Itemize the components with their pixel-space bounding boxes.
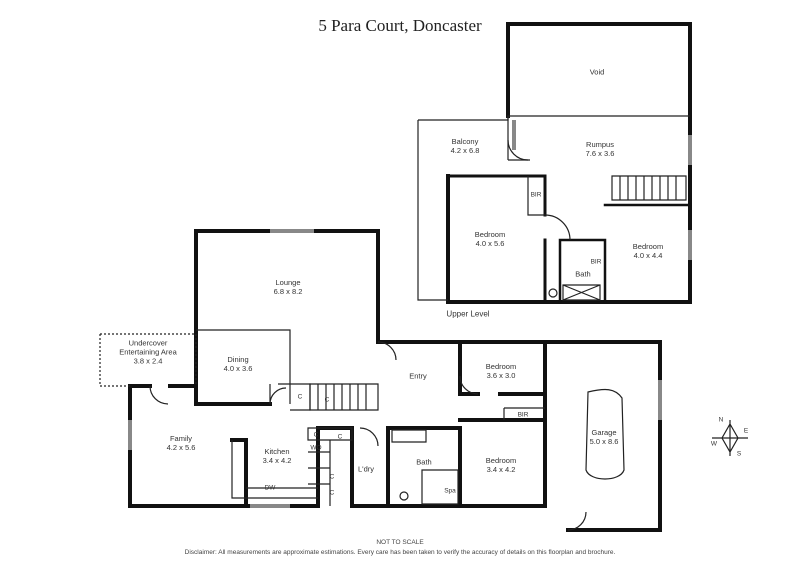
bath-fixtures: [391, 429, 459, 505]
undercover-outline: [99, 333, 197, 387]
compass-north: N: [718, 416, 724, 424]
rumpus-divider: [507, 116, 530, 161]
dw-label: DW: [264, 484, 276, 492]
upper-stair: [611, 175, 687, 201]
cupboard-label: C: [329, 489, 335, 497]
upper-bir-a-label: BIR: [530, 191, 542, 199]
bir-box: [503, 407, 545, 420]
upper-bir-b-label: BIR: [590, 258, 602, 266]
scale-note: NOT TO SCALE: [376, 539, 424, 546]
kitchen-bench: [231, 440, 318, 499]
spa-label: Spa: [444, 487, 456, 495]
compass-east: E: [743, 427, 749, 435]
upper-level-label: Upper Level: [446, 309, 490, 319]
disclaimer: Disclaimer: All measurements are approxi…: [184, 549, 616, 556]
upper-bath-label: Bath: [575, 269, 591, 279]
lounge-walls: [194, 229, 380, 344]
window-marks: [128, 120, 692, 508]
page-title: 5 Para Court, Doncaster: [318, 16, 482, 35]
void-walls: [506, 22, 692, 118]
wo-label: WO: [310, 444, 322, 452]
compass-west: W: [710, 440, 718, 448]
upper-bath-fixtures: [562, 284, 601, 301]
cupboard-label: C: [329, 473, 335, 481]
garage-walls: [543, 340, 662, 532]
laundry-label: L'dry: [357, 464, 375, 474]
balcony-door-swing: [507, 139, 529, 161]
upper-outer-walls: [446, 114, 692, 304]
upper-bedroom-a-walls: [446, 174, 547, 304]
upper-bath-walls: [558, 238, 607, 304]
lounge-left-wall: [194, 229, 272, 406]
ground-toilet: [399, 491, 409, 501]
bedroom-walls: [438, 392, 547, 508]
cupboard-label: C: [324, 396, 330, 404]
garage-car: [585, 388, 625, 480]
ground-stair: [309, 383, 379, 411]
cupboard-label: C: [337, 433, 343, 441]
ground-door-swings: [149, 341, 587, 531]
cupboard-label: C: [297, 393, 303, 401]
cupboards: [290, 383, 353, 506]
compass-south: S: [736, 450, 742, 458]
bath-walls: [386, 426, 462, 508]
compass: [712, 420, 748, 456]
ground-bath-label: Bath: [416, 457, 432, 467]
bir-label: BIR: [517, 411, 529, 419]
upper-toilet: [548, 288, 558, 298]
upper-door-swing: [544, 214, 571, 241]
entry-label: Entry: [409, 371, 427, 381]
cupboard-label: C: [313, 431, 319, 439]
void-label: Void: [589, 67, 605, 77]
upper-bir-a: [527, 176, 545, 216]
